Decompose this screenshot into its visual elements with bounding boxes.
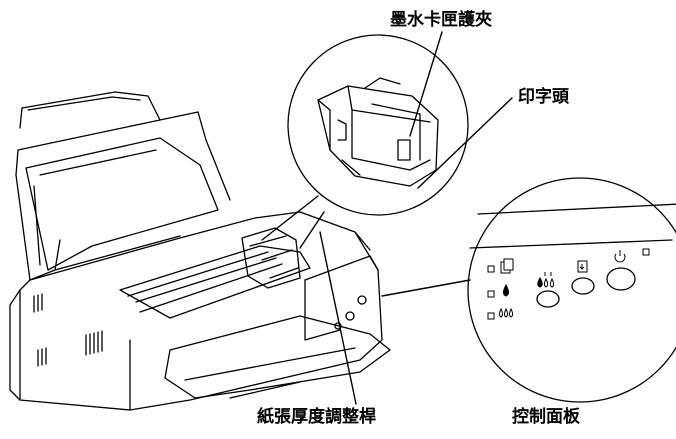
paper-led xyxy=(487,265,495,273)
load-eject-icon xyxy=(577,260,588,273)
cleaning-icon xyxy=(537,272,554,288)
power-led xyxy=(642,248,650,256)
leader-lines xyxy=(261,31,513,405)
control-panel-label: 控制面板 xyxy=(512,407,580,427)
power-button[interactable] xyxy=(606,267,636,291)
load-eject-button[interactable] xyxy=(571,277,595,295)
color-ink-led xyxy=(487,312,495,320)
ink-drop-icon xyxy=(502,283,510,297)
print-head-label: 印字頭 xyxy=(518,87,569,107)
paper-thickness-lever-label: 紙張厚度調整桿 xyxy=(257,407,376,427)
cartridge-zoom xyxy=(287,34,469,216)
power-icon xyxy=(614,250,626,263)
control-panel-icons xyxy=(487,248,650,320)
paper-icon xyxy=(500,258,514,274)
cleaning-button[interactable] xyxy=(536,290,560,308)
printer-body xyxy=(9,91,391,411)
control-panel-zoom xyxy=(467,177,676,403)
color-ink-icon xyxy=(499,307,513,318)
cartridge-clamp-label: 墨水卡匣護夾 xyxy=(390,10,492,30)
ink-led xyxy=(487,290,495,298)
